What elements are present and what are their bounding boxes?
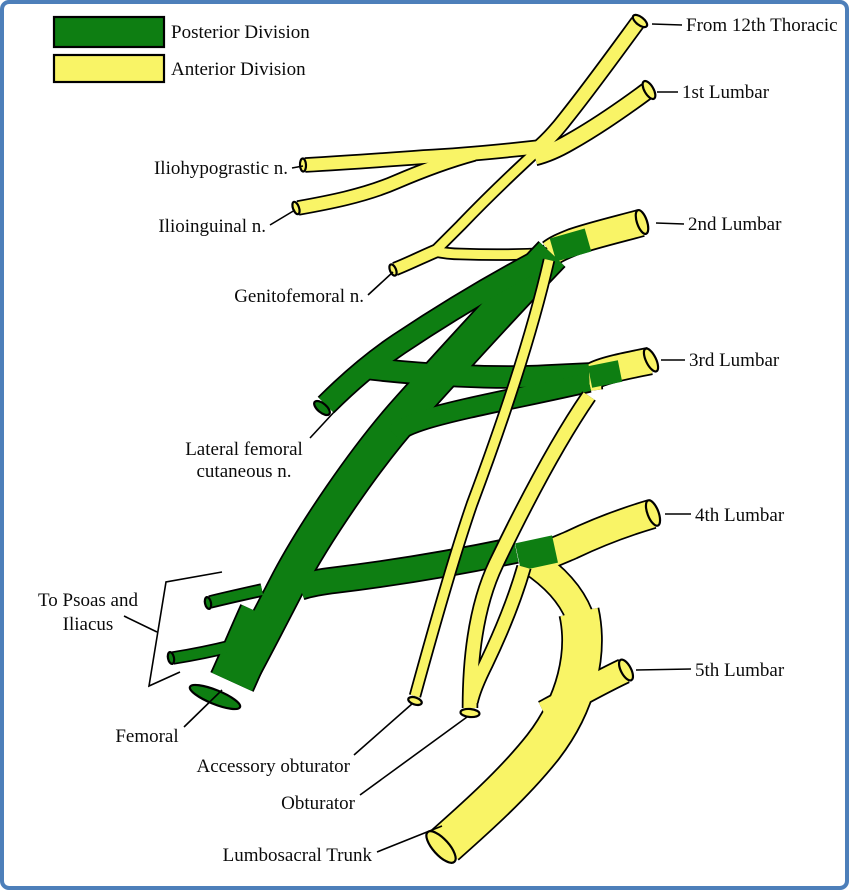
wedge-2nd-lumbar bbox=[549, 228, 592, 262]
label-lfc-line1: Lateral femoral bbox=[185, 439, 303, 460]
accessory-obturator-strand bbox=[410, 258, 554, 698]
legend-swatch-anterior bbox=[52, 53, 166, 84]
anterior-division-bands-back bbox=[291, 13, 662, 864]
anterior-division-strands-front bbox=[407, 258, 596, 719]
cap-4th-lumbar bbox=[644, 499, 662, 527]
leader-ilioinguinal bbox=[269, 209, 296, 226]
lfc-band bbox=[318, 246, 554, 413]
leader-accessory-obturator bbox=[353, 702, 414, 756]
psoas-twig-upper bbox=[208, 585, 264, 607]
label-psoas-line1: To Psoas and bbox=[38, 590, 139, 611]
iliohypogastric-band bbox=[304, 141, 541, 171]
l1-to-genitofemoral-strand bbox=[431, 147, 541, 255]
ilioinguinal-band bbox=[296, 148, 476, 214]
leader-lines bbox=[123, 23, 692, 853]
cap-iliohypogastric bbox=[298, 157, 308, 173]
root-12th-thoracic bbox=[531, 18, 644, 156]
leader-iliohypogastric bbox=[291, 165, 304, 169]
psoas-bracket bbox=[147, 571, 223, 688]
cap-psoas-twig-lower bbox=[166, 650, 176, 666]
psoas-twig-lower bbox=[172, 641, 234, 663]
lumbar-plexus-diagram: From 12th Thoracic 1st Lumbar 2nd Lumbar… bbox=[38, 13, 838, 866]
cap-accessory-obturator bbox=[407, 695, 423, 707]
leader-psoas bbox=[123, 615, 158, 633]
lumbosacral-trunk bbox=[432, 607, 601, 860]
lumbosacral-connector bbox=[523, 550, 592, 621]
leader-genitofemoral bbox=[367, 271, 394, 296]
label-3rd-lumbar: 3rd Lumbar bbox=[689, 350, 780, 371]
legend-swatch-posterior bbox=[52, 15, 166, 49]
label-obturator: Obturator bbox=[281, 793, 356, 814]
label-4th-lumbar: 4th Lumbar bbox=[695, 505, 785, 526]
wedge-4th-lumbar bbox=[515, 535, 558, 571]
cap-2nd-lumbar bbox=[634, 208, 650, 236]
label-femoral: Femoral bbox=[115, 726, 178, 747]
leader-lumbosacral-trunk bbox=[376, 825, 443, 853]
leader-5th-lumbar bbox=[635, 668, 692, 671]
l4-obturator-strand bbox=[465, 565, 530, 704]
cap-obturator bbox=[459, 707, 481, 719]
posterior-division-bands bbox=[166, 228, 623, 711]
cap-12th-thoracic bbox=[631, 13, 649, 29]
label-iliohypogastric: Iliohypograstic n. bbox=[154, 158, 288, 179]
label-1st-lumbar: 1st Lumbar bbox=[682, 82, 770, 103]
legend-label-anterior: Anterior Division bbox=[171, 59, 306, 80]
femoral-widening bbox=[211, 604, 283, 692]
label-2nd-lumbar: 2nd Lumbar bbox=[688, 214, 782, 235]
leader-femoral bbox=[183, 689, 223, 728]
l3-lower-green-band bbox=[388, 373, 592, 442]
genitofemoral-tube bbox=[392, 245, 439, 275]
label-lumbosacral-trunk: Lumbosacral Trunk bbox=[223, 845, 373, 866]
l3-upper-green-band bbox=[362, 358, 590, 388]
l4-green-band bbox=[296, 538, 519, 599]
leader-lateral-femoral-cutaneous bbox=[309, 410, 336, 439]
label-12th-thoracic: From 12th Thoracic bbox=[686, 15, 838, 36]
legend: Posterior Division Anterior Division bbox=[52, 15, 310, 84]
posterior-main-trunk bbox=[221, 242, 565, 691]
label-ilioinguinal: Ilioinguinal n. bbox=[158, 216, 266, 237]
diagram-labels: From 12th Thoracic 1st Lumbar 2nd Lumbar… bbox=[38, 15, 838, 866]
label-genitofemoral: Genitofemoral n. bbox=[234, 286, 364, 307]
leader-12th-thoracic bbox=[651, 23, 683, 26]
cap-5th-lumbar bbox=[617, 658, 635, 682]
cap-psoas-twig-upper bbox=[203, 595, 213, 611]
root-1st-lumbar bbox=[533, 84, 652, 165]
obturator-strand bbox=[463, 392, 595, 709]
leader-2nd-lumbar bbox=[655, 222, 685, 225]
wedge-3rd-lumbar bbox=[587, 360, 623, 388]
label-psoas-line2: Iliacus bbox=[63, 614, 114, 635]
legend-label-posterior: Posterior Division bbox=[171, 22, 310, 43]
cap-1st-lumbar bbox=[641, 79, 657, 101]
leader-obturator bbox=[359, 716, 468, 796]
label-lfc-line2: cutaneous n. bbox=[197, 461, 292, 482]
label-accessory-obturator: Accessory obturator bbox=[196, 756, 350, 777]
label-5th-lumbar: 5th Lumbar bbox=[695, 660, 785, 681]
cap-3rd-lumbar bbox=[642, 347, 660, 373]
cap-lateral-femoral-cutaneous bbox=[313, 399, 331, 417]
